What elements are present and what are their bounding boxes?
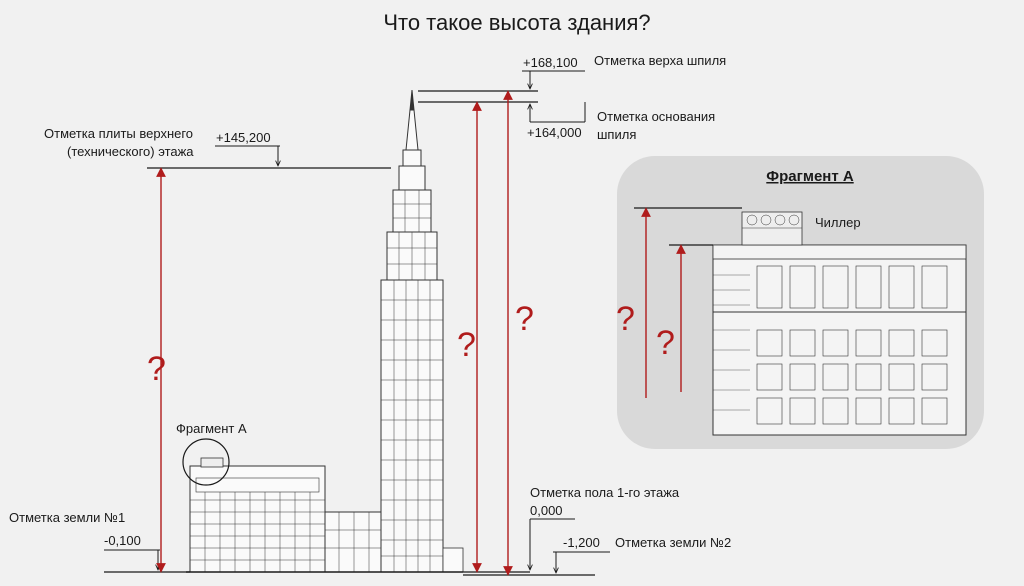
fragment-a-circle — [182, 438, 230, 486]
fragment-a-panel: Фрагмент А — [616, 156, 984, 449]
question-mark-3: ? — [515, 300, 534, 338]
spire-base-label-line2: шпиля — [597, 127, 636, 142]
fragment-a-callout-label: Фрагмент А — [176, 421, 247, 436]
building-elevation — [186, 89, 464, 573]
ground2-label: Отметка земли №2 — [615, 535, 731, 550]
floor1-leader — [530, 518, 575, 570]
top-slab-value: +145,200 — [216, 130, 271, 145]
top-slab-label-line1: Отметка плиты верхнего — [44, 126, 193, 141]
page-title: Что такое высота здания? — [383, 10, 650, 35]
fragment-panel-title: Фрагмент А — [766, 168, 854, 185]
elevation-lines — [104, 90, 595, 576]
ground2-leader — [553, 551, 610, 573]
ground1-value: -0,100 — [104, 533, 141, 548]
spire-top-value: +168,100 — [523, 55, 578, 70]
top-slab-label-line2: (технического) этажа — [67, 144, 194, 159]
spire-base-label-line1: Отметка основания — [597, 109, 715, 124]
floor1-value: 0,000 — [530, 503, 563, 518]
spire-base-leader — [530, 102, 586, 123]
top-slab-leader — [215, 145, 280, 166]
spire-base-value: +164,000 — [527, 125, 582, 140]
spire-top-label: Отметка верха шпиля — [594, 53, 726, 68]
fragment-question-mark-1: ? — [616, 300, 635, 338]
fragment-question-mark-2: ? — [656, 324, 675, 362]
ground1-label: Отметка земли №1 — [9, 510, 125, 525]
height-arrows — [156, 90, 513, 576]
question-mark-2: ? — [457, 326, 476, 364]
chiller-label: Чиллер — [815, 215, 861, 230]
spire-top-leader — [522, 70, 585, 89]
chiller-unit — [741, 211, 803, 246]
ground2-value: -1,200 — [563, 535, 600, 550]
floor1-label: Отметка пола 1-го этажа — [530, 485, 680, 500]
question-mark-1: ? — [147, 350, 166, 388]
